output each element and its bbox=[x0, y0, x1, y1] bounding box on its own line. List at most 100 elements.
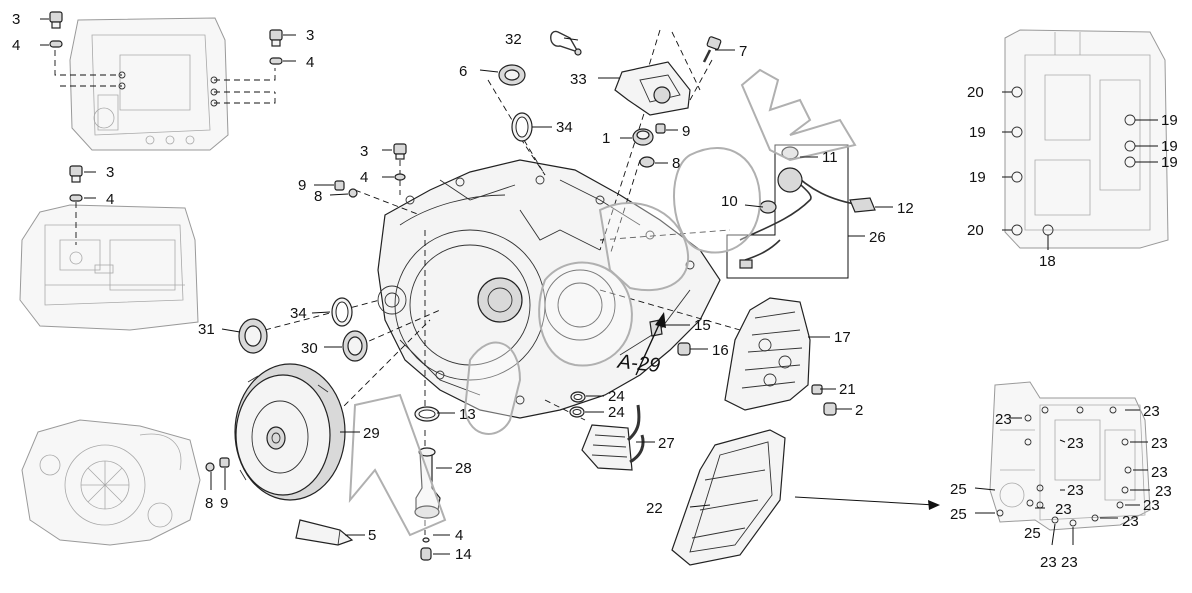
callout-23: 23 bbox=[1143, 497, 1160, 514]
callout-3: 3 bbox=[12, 11, 20, 28]
callout-31: 31 bbox=[198, 321, 215, 338]
wiring-harness-26-box bbox=[726, 144, 876, 279]
callout-19: 19 bbox=[1161, 112, 1178, 129]
callout-34: 34 bbox=[556, 119, 573, 136]
oil-cooler-27 bbox=[581, 404, 645, 471]
seal-31 bbox=[238, 318, 268, 354]
inset-valve-body-mid-left bbox=[19, 204, 199, 331]
clip-32 bbox=[550, 30, 582, 56]
callout-7: 7 bbox=[739, 43, 747, 60]
callout-23: 23 bbox=[1143, 403, 1160, 420]
callout-26: 26 bbox=[869, 229, 886, 246]
callout-20: 20 bbox=[967, 84, 984, 101]
callout-19: 19 bbox=[1161, 138, 1178, 155]
callout-19: 19 bbox=[969, 169, 986, 186]
callout-11: 11 bbox=[822, 149, 838, 166]
callout-8: 8 bbox=[205, 495, 213, 512]
callout-leaders bbox=[221, 37, 893, 555]
callout-33: 33 bbox=[570, 71, 587, 88]
bolt-3-mid-left bbox=[69, 165, 96, 245]
callout-3: 3 bbox=[306, 27, 314, 44]
callout-9: 9 bbox=[298, 177, 306, 194]
arrow-to-bottom-right-inset bbox=[794, 496, 940, 510]
callout-21: 21 bbox=[839, 381, 856, 398]
callout-29: 29 bbox=[363, 425, 380, 442]
callout-25: 25 bbox=[1024, 525, 1041, 542]
sensor-bracket-33 bbox=[614, 61, 691, 116]
bolt-3-4-center bbox=[393, 143, 407, 181]
callout-6: 6 bbox=[459, 63, 467, 80]
callout-8: 8 bbox=[314, 188, 322, 205]
callout-27: 27 bbox=[658, 435, 675, 452]
oring-34-left bbox=[331, 297, 353, 327]
callout-13: 13 bbox=[459, 406, 476, 423]
callout-14: 14 bbox=[455, 546, 472, 563]
callout-18: 18 bbox=[1039, 253, 1056, 270]
orings-24 bbox=[569, 391, 586, 418]
callout-23: 23 bbox=[1055, 501, 1072, 518]
callout-17: 17 bbox=[834, 329, 851, 346]
bolt-9-8-center bbox=[334, 180, 358, 198]
callout-3: 3 bbox=[106, 164, 114, 181]
inset-valve-body-bottom-right bbox=[974, 381, 1151, 546]
callout-4: 4 bbox=[12, 37, 20, 54]
callout-8: 8 bbox=[672, 155, 680, 172]
callout-19: 19 bbox=[969, 124, 986, 141]
callout-15: 15 bbox=[694, 317, 711, 334]
watermark bbox=[348, 68, 857, 537]
callout-2: 2 bbox=[855, 402, 863, 419]
callout-23: 23 bbox=[1151, 464, 1168, 481]
callout-19: 19 bbox=[1161, 154, 1178, 171]
callout-4: 4 bbox=[360, 169, 368, 186]
callout-23: 23 bbox=[1067, 435, 1084, 452]
callout-9: 9 bbox=[220, 495, 228, 512]
callout-23: 23 bbox=[1122, 513, 1139, 530]
callout-3: 3 bbox=[360, 143, 368, 160]
torque-converter-29 bbox=[234, 363, 346, 501]
bolt-3-top-left bbox=[40, 11, 63, 48]
callout-32: 32 bbox=[505, 31, 522, 48]
bolt-7 bbox=[702, 36, 722, 63]
inset-23-holes bbox=[996, 406, 1132, 527]
callout-23: 23 bbox=[1151, 435, 1168, 452]
callout-1: 1 bbox=[602, 130, 610, 147]
callout-23: 23 bbox=[1040, 554, 1057, 571]
callout-12: 12 bbox=[897, 200, 914, 217]
callout-22: 22 bbox=[646, 500, 663, 517]
oil-pan-22 bbox=[671, 429, 786, 566]
callout-25: 25 bbox=[950, 506, 967, 523]
callout-10: 10 bbox=[721, 193, 738, 210]
transmission-case bbox=[377, 159, 721, 419]
callout-23: 23 bbox=[1155, 483, 1172, 500]
callout-5: 5 bbox=[368, 527, 376, 544]
callout-24: 24 bbox=[608, 388, 625, 405]
callout-23: 23 bbox=[1061, 554, 1078, 571]
callout-16: 16 bbox=[712, 342, 729, 359]
callout-23: 23 bbox=[995, 411, 1012, 428]
arrow-reference bbox=[635, 312, 666, 376]
inset-valve-body-top-left bbox=[69, 17, 229, 151]
seal-30 bbox=[342, 330, 368, 362]
callout-25: 25 bbox=[950, 481, 967, 498]
dipstick-tube-28 bbox=[414, 447, 441, 561]
callout-24: 24 bbox=[608, 404, 625, 421]
dash-leaders-top-left bbox=[54, 50, 276, 104]
inset-transmission-bottom-left bbox=[21, 419, 201, 546]
bolt-8-9-bottom-left bbox=[205, 457, 230, 490]
callout-20: 20 bbox=[967, 222, 984, 239]
callout-4: 4 bbox=[306, 54, 314, 71]
callout-30: 30 bbox=[301, 340, 318, 357]
callout-9: 9 bbox=[682, 123, 690, 140]
callout-28: 28 bbox=[455, 460, 472, 477]
callout-34: 34 bbox=[290, 305, 307, 322]
inset-valve-body-top-right bbox=[1002, 29, 1169, 250]
sealant-tube-5 bbox=[295, 519, 354, 546]
plug-1-9-8 bbox=[632, 123, 666, 168]
valve-body-17 bbox=[724, 297, 811, 411]
oring-13 bbox=[414, 406, 440, 422]
reference-label: A-29 bbox=[616, 351, 661, 377]
bolt-3-top-mid bbox=[269, 29, 296, 65]
oring-34-top bbox=[511, 112, 533, 142]
seal-6 bbox=[498, 64, 526, 86]
